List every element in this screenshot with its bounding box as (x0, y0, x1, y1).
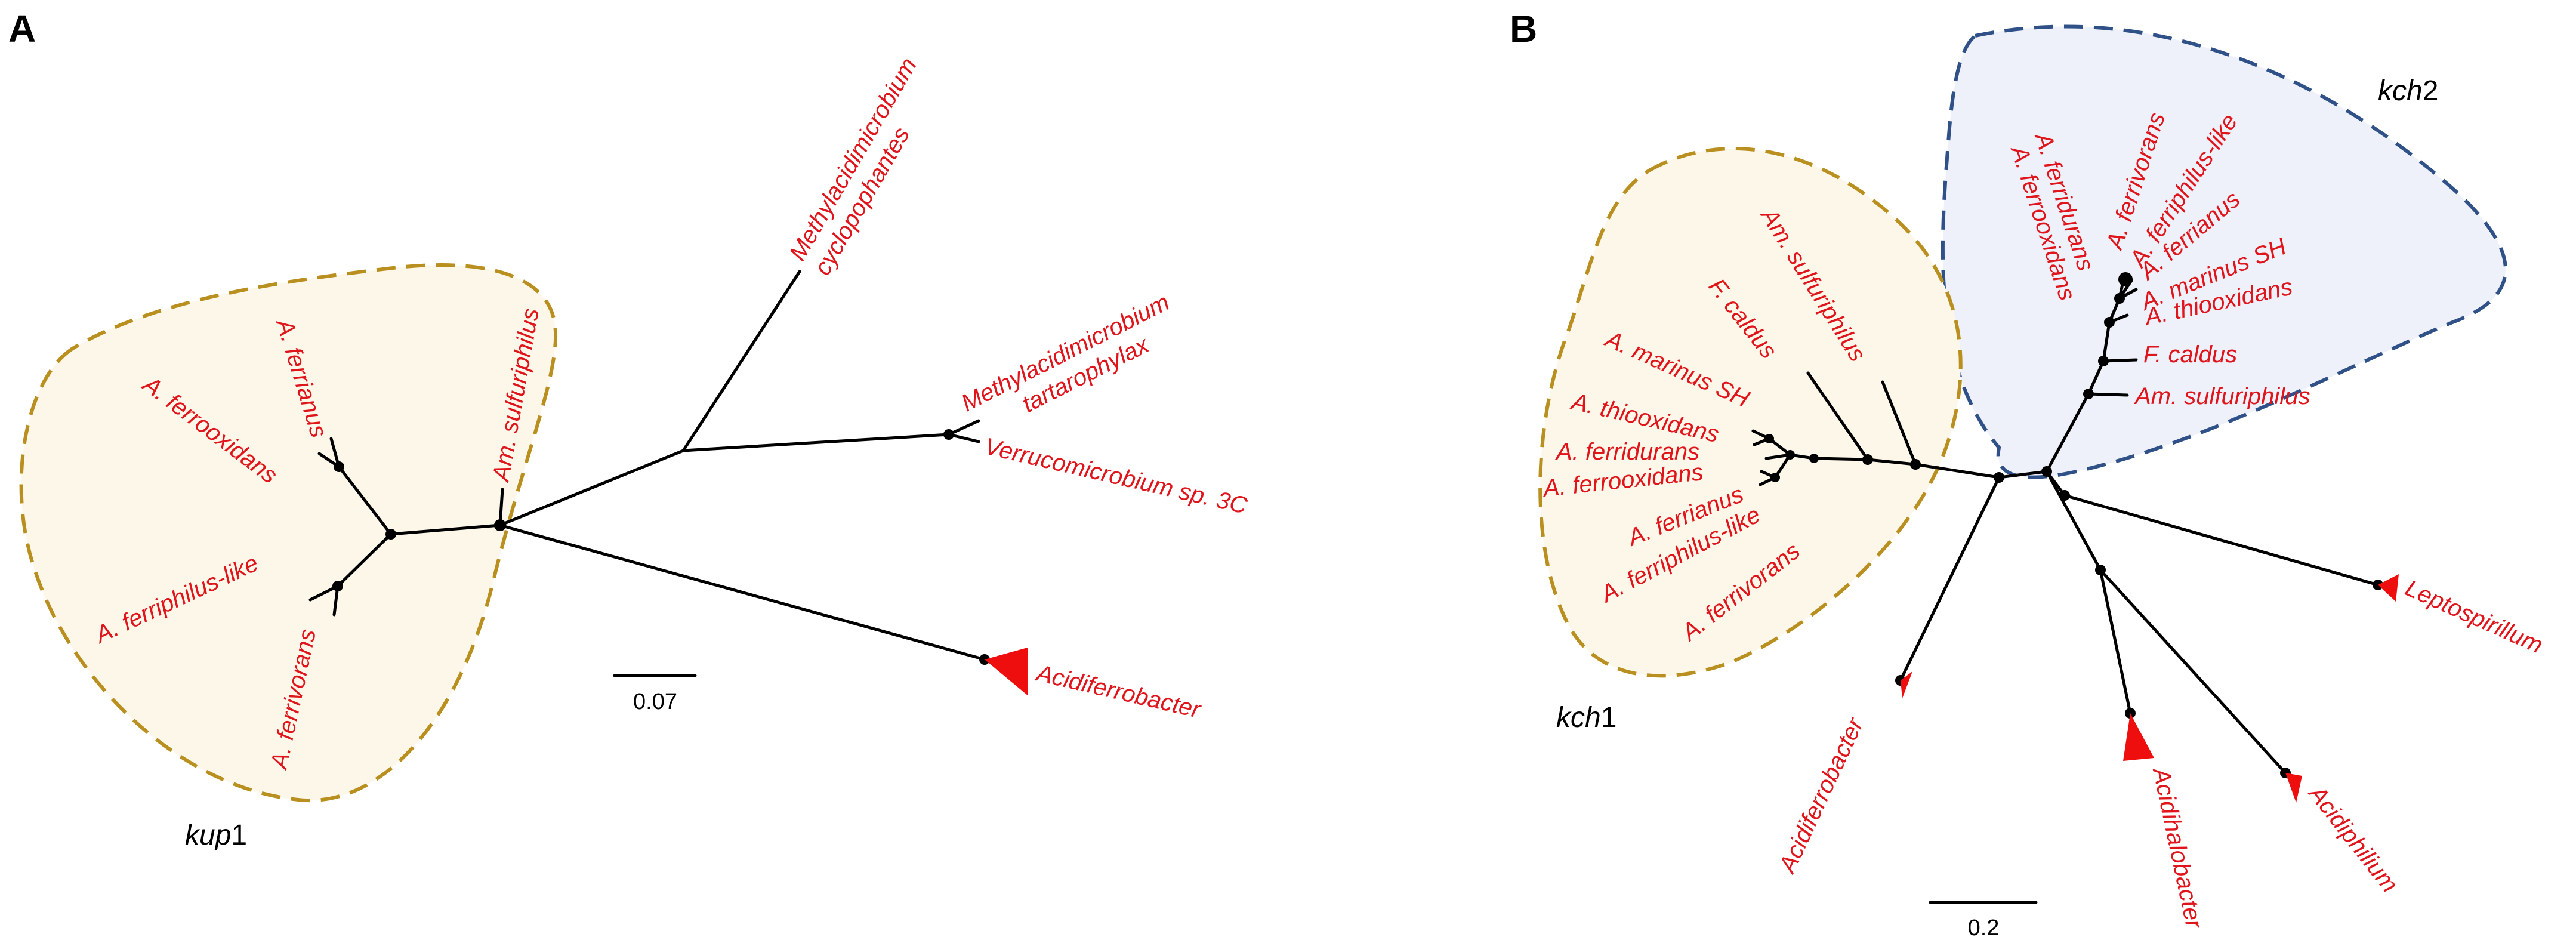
node-b-leptosp (2059, 490, 2070, 501)
acidihalobacter-clade-triangle (2123, 713, 2154, 761)
node-a-lower (332, 581, 343, 591)
branch-b-acidihal-stem (2045, 470, 2102, 572)
branch-a-to-acidiferrobacter (498, 523, 986, 661)
panel-b-letter: B (1510, 7, 1537, 50)
gene-kch1-suffix: 1 (1601, 702, 1617, 733)
node-a-root (494, 519, 506, 531)
gene-label-kch2: kch2 (2378, 75, 2438, 107)
acidiphilium-clade-triangle (2285, 773, 2302, 803)
node-b-kch1-root (1910, 459, 1921, 470)
branch-a-inner-to-upper (337, 465, 393, 536)
leaf-b-kch2-f-caldus: F. caldus (2143, 341, 2237, 368)
leptospirillum-clade-triangle (2378, 574, 2399, 602)
node-b-main (2041, 466, 2052, 477)
leaf-b-acidiferrobacter: Acidiferrobacter (1773, 713, 1869, 878)
kup1-clade-region (19, 263, 558, 803)
node-b-kch1-cluster (1809, 454, 1819, 463)
node-b-kch2-4 (2114, 293, 2125, 304)
panel-b: B (1510, 7, 2547, 940)
scale-label-b: 0.2 (1968, 916, 2000, 940)
kch2-clade-region (1941, 24, 2507, 479)
node-b-kch2-5 (2118, 272, 2133, 286)
leaf-b-leptospirillum: Leptospirillum (2401, 575, 2546, 659)
branch-a-to-amsulf (498, 488, 504, 527)
branch-a-root-to-inner (389, 523, 502, 536)
node-b-kch1-twig-b (1770, 473, 1780, 482)
acidiferrobacter-b-clade-triangle (1901, 671, 1912, 698)
gene-kch2-suffix: 2 (2423, 75, 2439, 107)
leaf-b-acidiphilium: Acidiphilium (2303, 780, 2403, 898)
gene-label-kch1: kch1 (1556, 702, 1616, 733)
branch-b-kch2-stem-2 (2087, 359, 2105, 396)
gene-kup1-prefix: kup (185, 819, 231, 851)
leaf-b-acidihalobacter: Acidihalobacter (2148, 765, 2208, 932)
node-b-kch1-sub (1785, 450, 1795, 460)
scale-label-a: 0.07 (633, 689, 677, 714)
branch-b-kch2-to-fcaldus (2102, 358, 2138, 363)
branch-a-root-to-meth (498, 449, 685, 527)
node-a-methylo (943, 429, 954, 440)
branch-a-to-tartaro (947, 419, 980, 436)
leaf-a-acidiferrobacter: Acidiferrobacter (1033, 659, 1204, 723)
branch-b-backbone-3 (1866, 458, 1917, 466)
gene-label-kup1: kup1 (185, 819, 247, 851)
kch1-clade-region (1538, 147, 1963, 678)
leaf-b-kch2-am-sulfuriphilus: Am. sulfuriphilus (2134, 383, 2310, 409)
leaf-a-verrucomicrobium: Verrucomicrobium sp. 3C (982, 433, 1250, 519)
branch-a-meth-split-to-cyclo (681, 270, 801, 452)
gene-kch2-prefix: kch (2378, 75, 2423, 107)
node-b-backbone (1994, 472, 2004, 483)
acidiferrobacter-clade-triangle (985, 648, 1028, 695)
branch-b-kch2-to-amsulf (2087, 392, 2129, 397)
leaf-b-kch1-a-ferridurans: A. ferridurans (1555, 439, 1699, 465)
branch-b-kch2-stem (2045, 392, 2090, 473)
panel-a: A Methylacidimicrobium cyclopophantes (8, 7, 1250, 851)
gene-kup1-suffix: 1 (231, 819, 247, 851)
branch-b-backbone-1 (1997, 470, 2049, 479)
node-a-upper (334, 461, 344, 472)
node-b-acidihal (2095, 565, 2106, 575)
node-b-kch1-fcaldus (1862, 454, 1873, 465)
branch-a-inner-to-lower (336, 532, 393, 588)
branch-b-to-acidiphilium (2099, 568, 2287, 775)
node-b-kch1-twig-a (1764, 434, 1774, 443)
branch-b-backbone-2 (1914, 463, 2001, 479)
branch-b-kch2-stem-3 (2102, 320, 2111, 363)
gene-kch1-prefix: kch (1556, 702, 1601, 733)
node-b-kch2-2 (2098, 356, 2109, 366)
node-b-kch2-1 (2083, 389, 2094, 399)
branch-a-meth-split-to-node (681, 433, 951, 452)
node-a-inner (385, 529, 396, 540)
branch-b-to-acidihalobacter (2099, 568, 2132, 715)
branch-b-kch1-to-amsulf (1881, 380, 1917, 466)
branch-b-to-leptospirillum (2063, 494, 2380, 587)
node-b-kch2-3 (2104, 317, 2115, 328)
panel-a-letter: A (8, 7, 36, 50)
branch-b-kch1-to-fcaldus (1806, 371, 1869, 461)
branch-b-backbone-4 (1812, 457, 1869, 461)
branch-b-to-acidiferrobacter (1899, 476, 2001, 682)
